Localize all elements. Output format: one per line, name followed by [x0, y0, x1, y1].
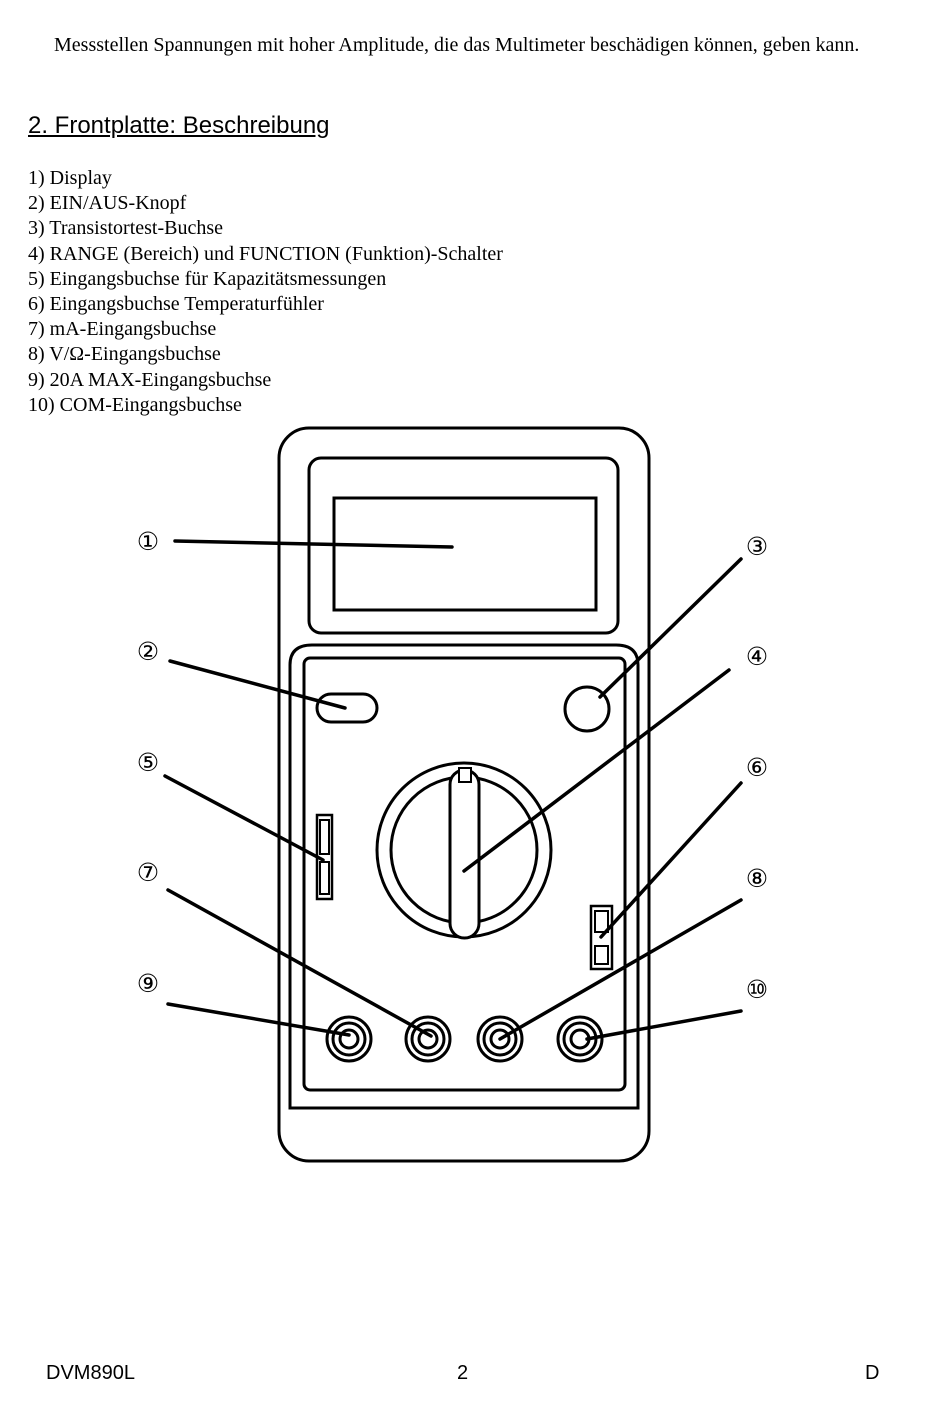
- leader-line: [166, 888, 433, 1038]
- jack-20a: [325, 1015, 373, 1063]
- list-item: 3) Transistortest-Buchse: [28, 217, 223, 240]
- multimeter-body: [277, 426, 651, 1163]
- callout-3: ③: [746, 532, 768, 561]
- section-heading: 2. Frontplatte: Beschreibung: [28, 112, 330, 139]
- callout-9: ⑨: [137, 969, 159, 998]
- callout-6: ⑥: [746, 753, 768, 782]
- footer-page-number: 2: [457, 1362, 469, 1384]
- leader-line: [462, 668, 731, 873]
- callout-7: ⑦: [137, 858, 159, 887]
- callout-2: ②: [137, 637, 159, 666]
- power-button: [315, 692, 379, 724]
- intro-paragraph: Messstellen Spannungen mit hoher Amplitu…: [54, 34, 860, 56]
- leader-line: [173, 539, 454, 549]
- temperature-socket: [589, 904, 614, 971]
- leader-line: [166, 1002, 351, 1037]
- capacitance-slot: [319, 861, 330, 895]
- temperature-slot: [594, 945, 609, 965]
- inner-panel: [302, 656, 627, 1092]
- footer-model: DVM890L: [46, 1362, 135, 1384]
- list-item: 8) V/Ω-Eingangsbuchse: [28, 343, 221, 366]
- rotary-knob-marker: [458, 767, 472, 783]
- capacitance-slot: [319, 819, 330, 855]
- leader-line: [168, 659, 347, 710]
- panel-frame: [288, 643, 640, 1110]
- multimeter-front-panel-diagram: ① ② ③ ④ ⑤ ⑥ ⑦ ⑧ ⑨ ⑩: [137, 426, 768, 1163]
- jack-ma: [404, 1015, 452, 1063]
- callout-1: ①: [137, 527, 159, 556]
- list-item: 10) COM-Eingangsbuchse: [28, 393, 242, 416]
- callout-4: ④: [746, 642, 768, 671]
- list-item: 6) Eingangsbuchse Temperaturfühler: [28, 293, 324, 316]
- display-screen: [332, 496, 598, 612]
- footer-language: D: [865, 1362, 880, 1384]
- leader-line: [585, 1009, 743, 1041]
- jack-v-ohm: [476, 1015, 524, 1063]
- temperature-slot: [594, 910, 609, 933]
- leader-line: [598, 557, 743, 699]
- rotary-knob: [448, 768, 481, 940]
- leader-line: [163, 774, 325, 862]
- list-item: 1) Display: [28, 167, 112, 189]
- list-item: 4) RANGE (Bereich) und FUNCTION (Funktio…: [28, 242, 503, 265]
- callout-10: ⑩: [746, 975, 768, 1004]
- callout-5: ⑤: [137, 748, 159, 777]
- callout-8: ⑧: [746, 864, 768, 893]
- list-item: 2) EIN/AUS-Knopf: [28, 192, 187, 215]
- leader-line: [498, 898, 743, 1041]
- leader-line: [599, 781, 743, 939]
- component-list: 1) Display 2) EIN/AUS-Knopf 3) Transisto…: [28, 166, 503, 418]
- list-item: 9) 20A MAX-Eingangsbuchse: [28, 368, 272, 391]
- list-item: 7) mA-Eingangsbuchse: [28, 318, 217, 341]
- transistor-socket: [563, 685, 611, 733]
- list-item: 5) Eingangsbuchse für Kapazitätsmessunge…: [28, 267, 387, 290]
